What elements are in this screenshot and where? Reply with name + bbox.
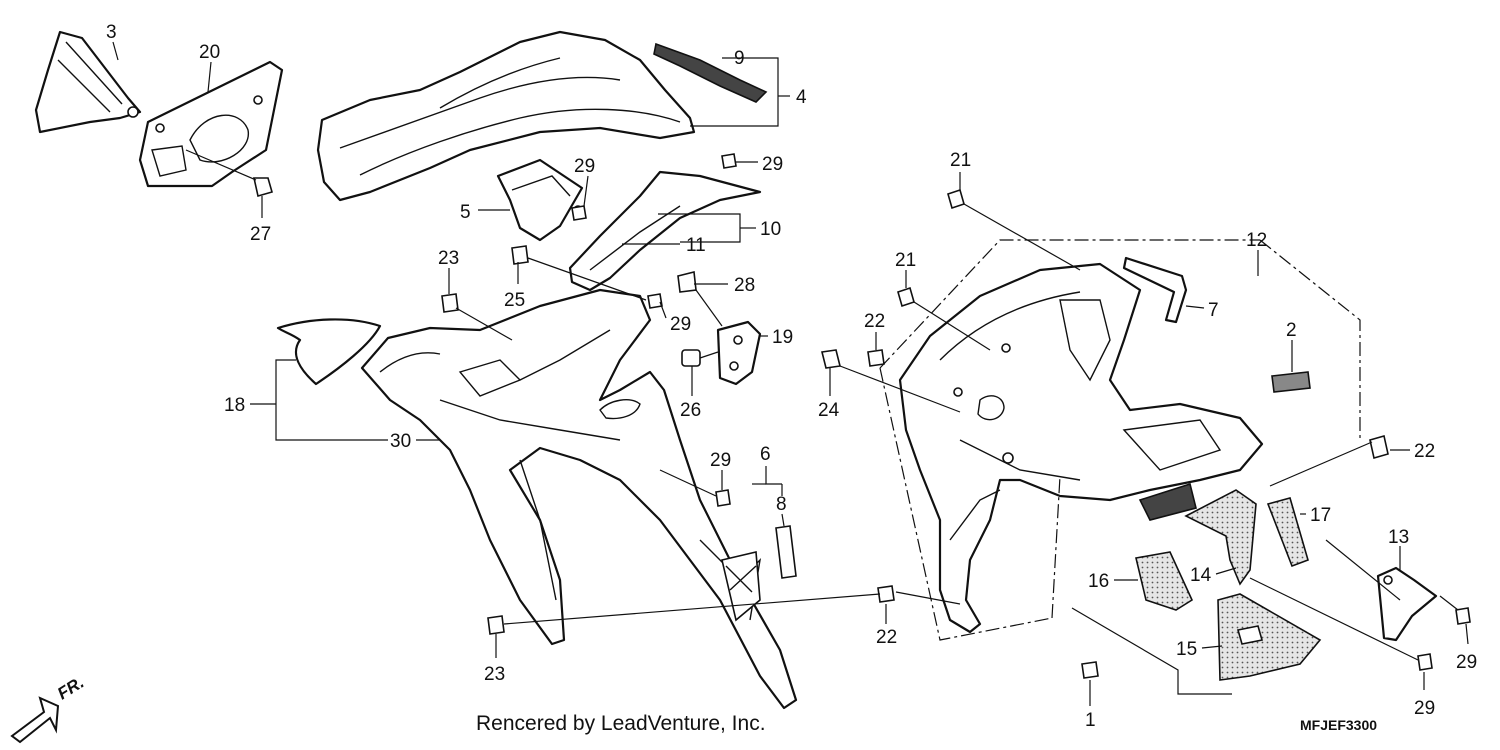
part-18-inner-cover xyxy=(276,318,382,386)
label-19: 19 xyxy=(772,327,793,348)
label-29a: 29 xyxy=(762,154,783,175)
arrow-icon xyxy=(10,696,60,744)
label-22c: 22 xyxy=(876,627,897,648)
diagram-code: MFJEF3300 xyxy=(1300,717,1377,733)
label-25: 25 xyxy=(504,290,525,311)
part-9-grille xyxy=(653,42,768,103)
label-18: 18 xyxy=(224,395,245,416)
label-5: 5 xyxy=(460,202,471,223)
label-23a: 23 xyxy=(438,248,459,269)
label-29e: 29 xyxy=(1456,652,1477,673)
direction-label: FR. xyxy=(54,673,87,704)
leader-lines xyxy=(112,41,1469,706)
part-2-label xyxy=(1271,371,1311,393)
label-22b: 22 xyxy=(1414,441,1435,462)
part-20-inner-panel xyxy=(138,60,284,188)
label-2: 2 xyxy=(1286,320,1297,341)
label-7: 7 xyxy=(1208,300,1219,321)
callout-labels: 3 20 27 9 4 29 29 5 10 11 23 25 28 29 19… xyxy=(106,22,1477,731)
part-10-11-middle-cowl xyxy=(568,170,762,292)
label-12: 12 xyxy=(1246,230,1267,251)
credit-text: Rencered by LeadVenture, Inc. xyxy=(476,712,766,735)
part-26-grommet xyxy=(681,349,701,367)
part-16-insulator xyxy=(1135,551,1194,611)
label-28: 28 xyxy=(734,275,755,296)
label-24: 24 xyxy=(818,400,840,421)
label-29c: 29 xyxy=(670,314,691,335)
label-13: 13 xyxy=(1388,527,1409,548)
part-15-insulator xyxy=(1217,593,1322,681)
label-20: 20 xyxy=(199,42,220,63)
label-17: 17 xyxy=(1310,505,1331,526)
label-29b: 29 xyxy=(574,156,595,177)
part-30-left-middle-cowl xyxy=(360,288,798,710)
label-14: 14 xyxy=(1190,565,1212,586)
label-3: 3 xyxy=(106,22,117,43)
label-1: 1 xyxy=(1085,710,1096,731)
label-21a: 21 xyxy=(950,150,971,171)
label-27: 27 xyxy=(250,224,271,245)
label-22a: 22 xyxy=(864,311,885,332)
part-14-insulator xyxy=(1184,489,1257,586)
front-direction-indicator: FR. xyxy=(10,673,87,744)
label-29f: 29 xyxy=(1414,698,1435,719)
label-4: 4 xyxy=(796,87,807,108)
label-30: 30 xyxy=(390,431,411,452)
label-26: 26 xyxy=(680,400,701,421)
part-5-stay-bracket xyxy=(496,158,584,242)
label-16: 16 xyxy=(1088,571,1109,592)
label-23b: 23 xyxy=(484,664,505,685)
part-7-rubber-tube xyxy=(1122,256,1188,324)
part-12-right-lower-cowl xyxy=(898,262,1264,634)
label-11: 11 xyxy=(686,235,706,256)
fasteners xyxy=(441,153,1471,679)
part-17-strip xyxy=(1266,497,1309,568)
label-9: 9 xyxy=(734,48,745,69)
part-19-bracket xyxy=(716,320,762,386)
part-27-clip xyxy=(185,149,273,198)
label-29d: 29 xyxy=(710,450,731,471)
part-8-rubber-strip xyxy=(775,525,797,579)
part-13-stay xyxy=(1376,566,1438,642)
label-10: 10 xyxy=(760,219,781,240)
label-6: 6 xyxy=(760,444,771,465)
label-21b: 21 xyxy=(895,250,916,271)
label-8: 8 xyxy=(776,494,787,515)
part-3-side-panel xyxy=(34,30,142,134)
label-15: 15 xyxy=(1176,639,1197,660)
part-4-upper-cowl xyxy=(316,30,696,202)
